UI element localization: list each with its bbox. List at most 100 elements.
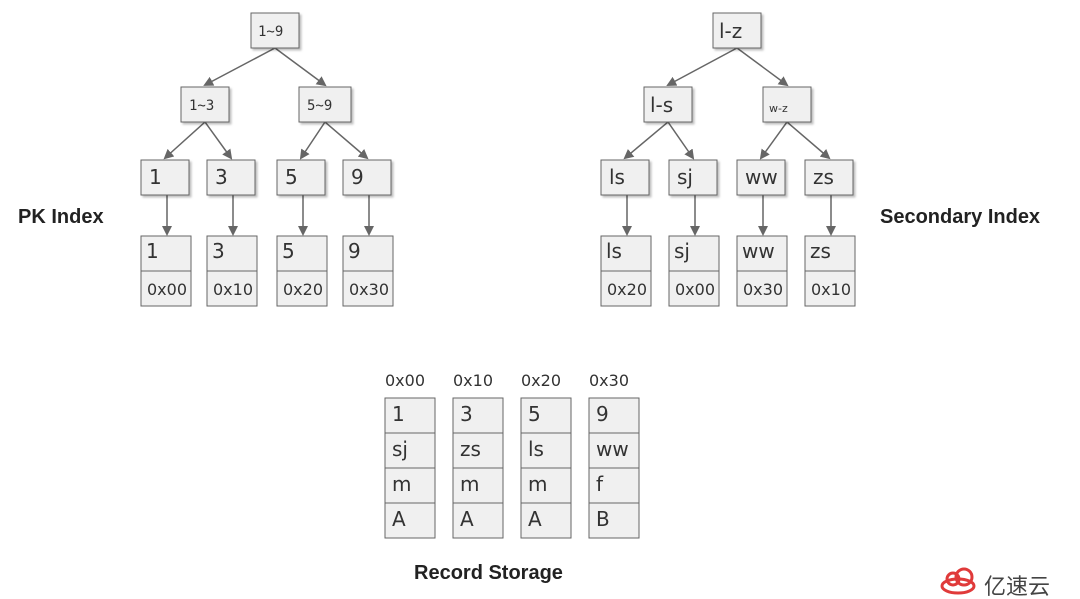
pk-entry-key-label: 1 [146,239,159,263]
sec-leaf-key-node [736,159,786,196]
pk-mid-node [180,86,230,123]
record-field-label: m [528,472,547,496]
sec-entry-key-label: zs [810,239,831,263]
record-field-cell [588,397,640,434]
pk-mid-leaf-arrow [204,121,233,160]
pk-leaf-key-label: 1 [149,165,162,189]
pk-entry-addr-label: 0x00 [147,280,187,299]
record-field-label: sj [392,437,408,461]
pk-entry-addr-label: 0x20 [283,280,323,299]
sec-leaf-key-label: ww [745,165,778,189]
record-field-cell [384,467,436,504]
record-address-label: 0x20 [521,371,561,390]
sec-mid-leaf-arrow [786,121,831,160]
sec-root-mid-arrow [736,47,789,87]
secondary-index-label: Secondary Index [880,206,1040,228]
pk-root-node [250,12,300,49]
sec-entry-key-cell [600,235,652,272]
sec-entry-key-label: ww [742,239,775,263]
pk-mid-node [298,86,352,123]
pk-mid-leaf-arrow [163,121,206,160]
sec-mid-leaf-arrow [759,121,788,160]
record-address-label: 0x00 [385,371,425,390]
tree-edges [162,47,836,236]
record-field-label: m [460,472,479,496]
record-field-label: A [392,507,406,531]
sec-leaf-key-label: zs [813,165,834,189]
sec-leaf-key-label: sj [677,165,693,189]
pk-mid-label: 5~9 [307,98,332,114]
sec-mid-label: w-z [769,102,788,115]
record-field-label: m [392,472,411,496]
record-field-label: 1 [392,402,405,426]
sec-mid-node [643,86,693,123]
pk-entry-addr-label: 0x30 [349,280,389,299]
pk-entry-addr-cell [342,270,394,307]
sec-entry-key-cell [736,235,788,272]
record-storage-label: Record Storage [414,562,563,584]
sec-entry-addr-cell [736,270,788,307]
pk-leaf-key-label: 9 [351,165,364,189]
pk-leaf-key-label: 3 [215,165,228,189]
record-field-label: A [528,507,542,531]
sec-entry-addr-label: 0x00 [675,280,715,299]
record-field-cell [520,397,572,434]
pk-entry-addr-cell [140,270,192,307]
pk-entry-key-cell [276,235,328,272]
sec-entry-key-cell [668,235,720,272]
pk-root-mid-arrow [274,47,327,87]
record-field-cell [520,502,572,539]
pk-entry-addr-cell [276,270,328,307]
sec-leaf-key-node [600,159,650,196]
sec-root-node [712,12,762,49]
record-field-cell [520,432,572,469]
sec-leaf-key-node [668,159,718,196]
pk-entry-key-label: 3 [212,239,225,263]
pk-entry-key-label: 9 [348,239,361,263]
pk-entry-key-cell [342,235,394,272]
sec-mid-leaf-arrow [623,121,669,160]
pk-leaf-key-label: 5 [285,165,298,189]
pk-entry-addr-cell [206,270,258,307]
pk-mid-label: 1~3 [189,98,214,114]
sec-entry-addr-cell [600,270,652,307]
pk-entry-key-cell [206,235,258,272]
pk-mid-leaf-arrow [324,121,369,160]
pk-index-label: PK Index [18,206,104,228]
sec-entry-addr-cell [804,270,856,307]
record-field-label: ww [596,437,629,461]
pk-root-label: 1~9 [258,24,283,40]
sec-entry-key-cell [804,235,856,272]
record-field-label: 3 [460,402,473,426]
pk-root-mid-arrow [203,47,276,86]
sec-mid-label: l-s [650,93,673,117]
sec-root-label: l-z [719,19,742,43]
sec-entry-key-label: sj [674,239,690,263]
record-field-cell [588,467,640,504]
pk-entry-key-cell [140,235,192,272]
record-field-label: 5 [528,402,541,426]
record-field-cell [384,502,436,539]
pk-leaf-key-node [206,159,256,196]
record-field-label: ls [528,437,544,461]
record-field-label: A [460,507,474,531]
record-field-label: B [596,507,610,531]
sec-entry-addr-label: 0x10 [811,280,851,299]
record-field-cell [384,432,436,469]
sec-leaf-key-label: ls [609,165,625,189]
record-field-cell [452,432,504,469]
pk-mid-leaf-arrow [299,121,326,160]
record-field-cell [588,502,640,539]
record-field-cell [452,502,504,539]
sec-entry-addr-label: 0x30 [743,280,783,299]
tree-nodes: 1~9 1~3 5~9 1 1 0x00 3 3 0x10 5 5 0x20 9 9 0x30 l-z l-s w… [140,12,856,539]
sec-root-mid-arrow [666,47,738,86]
record-address-label: 0x30 [589,371,629,390]
pk-leaf-key-node [140,159,190,196]
sec-mid-leaf-arrow [667,121,695,160]
sec-entry-key-label: ls [606,239,622,263]
record-field-label: zs [460,437,481,461]
record-address-label: 0x10 [453,371,493,390]
sec-leaf-key-node [804,159,854,196]
